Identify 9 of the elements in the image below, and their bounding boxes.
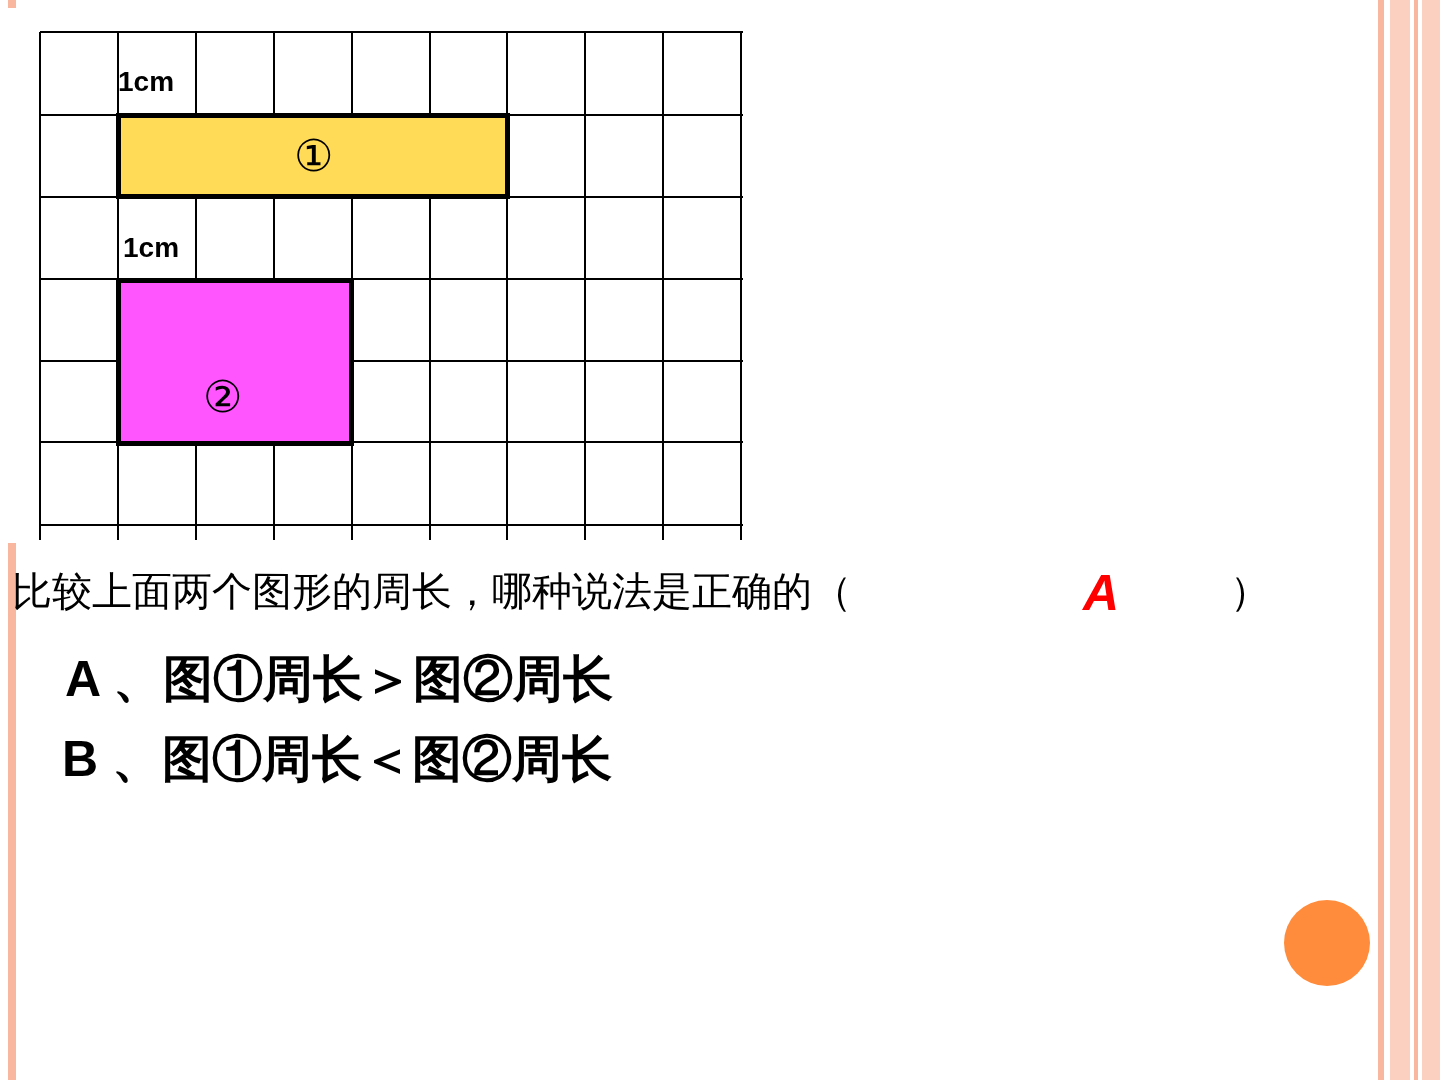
dimension-label: 1cm [118,68,175,96]
dimension-label: 1cm [123,234,180,262]
question-text: 比较上面两个图形的周长，哪种说法是正确的（ [12,571,852,611]
option-text: B 、图①周长＜图②周长 [62,734,612,784]
answer-text: A [1083,568,1120,618]
rectangle-shape: ① [116,113,510,199]
question-text: ） [1230,571,1270,611]
rectangle-shape: ② [116,278,354,446]
option-text: A 、图①周长＞图②周长 [65,654,614,704]
